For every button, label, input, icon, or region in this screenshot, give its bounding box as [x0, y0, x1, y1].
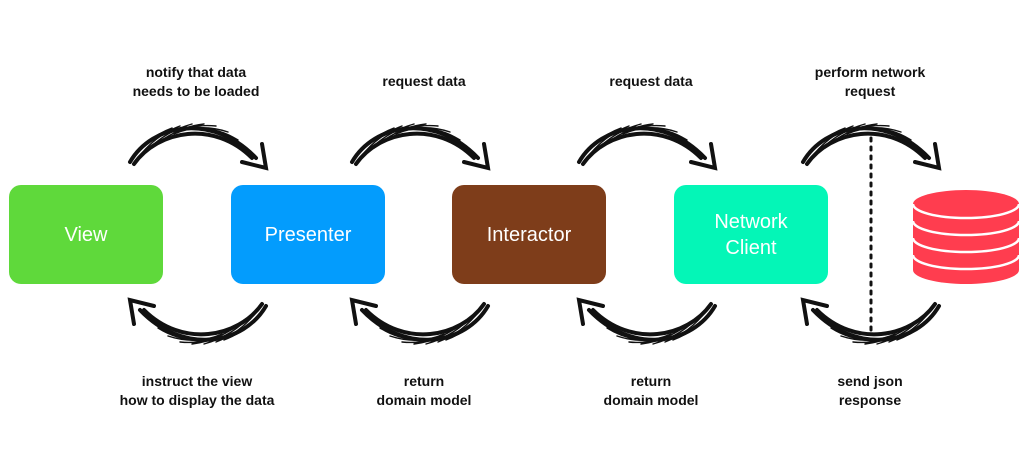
- label-return-domain-model-1: return domain model: [376, 373, 472, 408]
- label-instruct-view: instruct the view how to display the dat…: [119, 373, 275, 408]
- arrow-presenter-to-interactor: [350, 122, 490, 170]
- label-notify-data-load: notify that data needs to be loaded: [132, 64, 260, 99]
- database-icon: [911, 190, 1021, 284]
- label-send-json-response: send json response: [837, 373, 903, 408]
- presenter-node: Presenter: [231, 185, 385, 284]
- network-client-node: Network Client: [674, 185, 828, 284]
- label-request-data-presenter: request data: [382, 73, 466, 89]
- arrow-presenter-to-view: [128, 298, 268, 346]
- arrow-network-to-interactor: [577, 298, 717, 346]
- arrow-view-to-presenter: [128, 122, 268, 170]
- label-request-data-interactor: request data: [609, 73, 693, 89]
- view-node: View: [9, 185, 163, 284]
- arrow-interactor-to-presenter: [350, 298, 490, 346]
- label-perform-network-request: perform network request: [814, 64, 926, 99]
- interactor-node: Interactor: [452, 185, 606, 284]
- arrow-interactor-to-network: [577, 122, 717, 170]
- label-return-domain-model-2: return domain model: [603, 373, 699, 408]
